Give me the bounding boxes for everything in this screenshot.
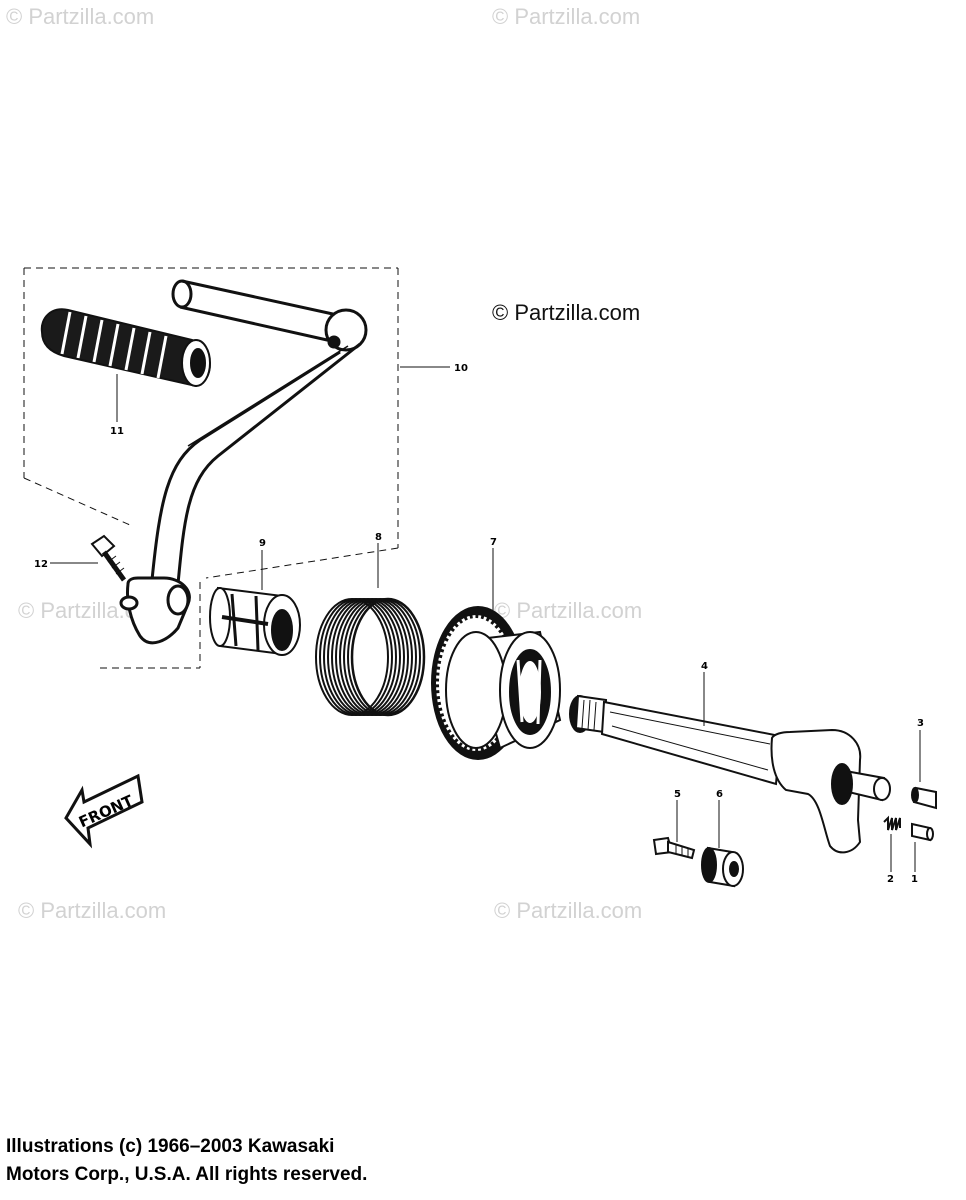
leader-lines [50, 366, 921, 872]
copyright-notice: Illustrations (c) 1966–2003 Kawasaki Mot… [6, 1133, 367, 1189]
bushing [209, 586, 301, 656]
copyright-line-2: Motors Corp., U.S.A. All rights reserved… [6, 1164, 368, 1185]
callout-9: 9 [259, 538, 266, 549]
callout-1: 1 [911, 874, 918, 885]
assembly-bracket [23, 267, 399, 669]
callout-11: 11 [110, 426, 124, 437]
kick-gear [431, 606, 562, 760]
callout-12: 12 [34, 559, 48, 570]
watermark: © Partzilla.com [492, 4, 641, 29]
bolt-small [652, 836, 696, 860]
copyright-line-1: Illustrations (c) 1966–2003 Kawasaki [6, 1136, 335, 1157]
small-spring [883, 815, 901, 831]
callout-3: 3 [917, 718, 924, 729]
callout-6: 6 [716, 789, 723, 800]
watermark: © Partzilla.com [6, 4, 155, 29]
pin [911, 822, 934, 842]
kick-pedal-arm [119, 279, 368, 645]
watermark: © Partzilla.com [494, 898, 643, 923]
callout-7: 7 [490, 537, 497, 548]
watermark-main: © Partzilla.com [492, 300, 641, 325]
callout-4: 4 [701, 661, 708, 672]
front-arrow: FRONT [64, 773, 144, 849]
kick-spring [315, 597, 426, 717]
callout-2: 2 [887, 874, 894, 885]
key [911, 786, 937, 810]
watermark: © Partzilla.com [18, 898, 167, 923]
collar [701, 846, 744, 888]
watermark: © Partzilla.com [494, 598, 643, 623]
kick-pedal-rubber [40, 308, 211, 388]
callout-5: 5 [674, 789, 681, 800]
callouts: 10 11 12 9 8 7 4 3 5 6 2 1 [34, 363, 924, 885]
kick-shaft [569, 694, 891, 854]
callout-8: 8 [375, 532, 382, 543]
bolt [90, 534, 127, 582]
callout-10: 10 [454, 363, 468, 374]
